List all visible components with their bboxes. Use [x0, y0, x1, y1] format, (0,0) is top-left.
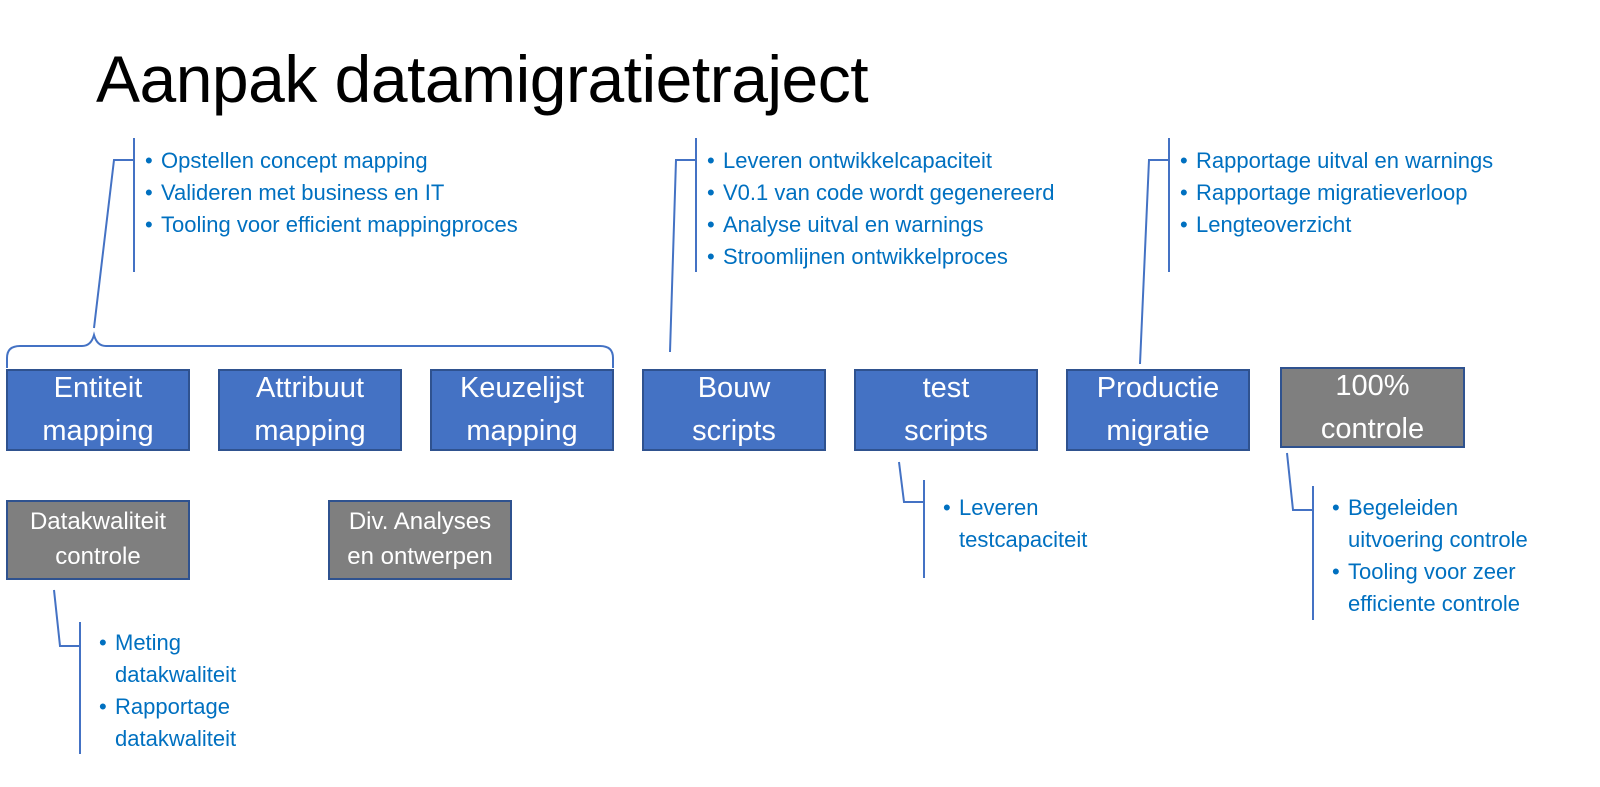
list-item: • Lengteoverzicht [1180, 209, 1493, 241]
bullet-icon: • [1180, 212, 1188, 237]
controle-notes: • Begeleiden uitvoering controle • Tooling… [1332, 492, 1528, 620]
note-text: Rapportage datakwaliteit [115, 694, 237, 751]
slide-title: Aanpak datamigratietraject [96, 42, 869, 116]
bouw-callout [669, 138, 697, 353]
list-item: • Stroomlijnen ontwikkelproces [707, 241, 1054, 273]
datakwaliteit-callout [53, 589, 81, 754]
datakwaliteit-controle-box: Datakwaliteit controle [6, 500, 190, 580]
note-text: Leveren ontwikkelcapaciteit [723, 148, 993, 173]
note-text: Lengteoverzicht [1196, 212, 1352, 237]
bullet-icon: • [1332, 559, 1340, 584]
bullet-icon: • [145, 180, 153, 205]
bullet-icon: • [1332, 495, 1340, 520]
note-text: Valideren met business en IT [161, 180, 445, 205]
list-item: • Rapportage migratieverloop [1180, 177, 1493, 209]
list-item: • Meting datakwaliteit [99, 627, 236, 691]
mapping-notes: • Opstellen concept mapping • Valideren me… [145, 145, 518, 241]
bullet-icon: • [145, 148, 153, 173]
note-text: Stroomlijnen ontwikkelproces [723, 244, 1008, 269]
controle-callout [1286, 452, 1314, 620]
note-text: Opstellen concept mapping [161, 148, 428, 173]
bullet-icon: • [707, 212, 715, 237]
note-text: Tooling voor zeer efficiente controle [1348, 559, 1521, 616]
keuzelijst-mapping-box: Keuzelijst mapping [430, 369, 614, 451]
test-notes: • Leveren testcapaciteit [943, 492, 1087, 556]
note-text: Meting datakwaliteit [115, 630, 237, 687]
entiteit-mapping-box: Entiteit mapping [6, 369, 190, 451]
list-item: • Leveren testcapaciteit [943, 492, 1087, 556]
bullet-icon: • [99, 630, 107, 655]
bullet-icon: • [1180, 180, 1188, 205]
note-text: Rapportage uitval en warnings [1196, 148, 1494, 173]
productie-migratie-box: Productie migratie [1066, 369, 1250, 451]
datakwaliteit-notes: • Meting datakwaliteit • Rapportage datakw… [99, 627, 236, 755]
list-item: • Tooling voor efficient mappingproces [145, 209, 518, 241]
list-item: • Begeleiden uitvoering controle [1332, 492, 1528, 556]
list-item: • Opstellen concept mapping [145, 145, 518, 177]
bullet-icon: • [145, 212, 153, 237]
bouw-scripts-box: Bouw scripts [642, 369, 826, 451]
productie-callout [1139, 138, 1170, 365]
list-item: • Leveren ontwikkelcapaciteit [707, 145, 1054, 177]
note-text: Rapportage migratieverloop [1196, 180, 1468, 205]
note-text: Tooling voor efficient mappingproces [161, 212, 518, 237]
note-text: V0.1 van code wordt gegenereerd [723, 180, 1055, 205]
bouw-notes: • Leveren ontwikkelcapaciteit • V0.1 van c… [707, 145, 1054, 273]
analyses-ontwerpen-box: Div. Analyses en ontwerpen [328, 500, 512, 580]
mapping-brace [6, 331, 614, 368]
productie-notes: • Rapportage uitval en warnings • Rapporta… [1180, 145, 1493, 241]
list-item: • Analyse uitval en warnings [707, 209, 1054, 241]
list-item: • Tooling voor zeer efficiente controle [1332, 556, 1528, 620]
note-text: Leveren testcapaciteit [959, 495, 1088, 552]
test-callout [898, 461, 925, 578]
list-item: • Rapportage datakwaliteit [99, 691, 236, 755]
bullet-icon: • [707, 244, 715, 269]
bullet-icon: • [707, 180, 715, 205]
list-item: • V0.1 van code wordt gegenereerd [707, 177, 1054, 209]
test-scripts-box: test scripts [854, 369, 1038, 451]
note-text: Begeleiden uitvoering controle [1348, 495, 1528, 552]
mapping-callout [93, 138, 135, 329]
bullet-icon: • [1180, 148, 1188, 173]
list-item: • Rapportage uitval en warnings [1180, 145, 1493, 177]
controle-box: 100% controle [1280, 367, 1465, 448]
attribuut-mapping-box: Attribuut mapping [218, 369, 402, 451]
bullet-icon: • [99, 694, 107, 719]
bullet-icon: • [943, 495, 951, 520]
note-text: Analyse uitval en warnings [723, 212, 984, 237]
bullet-icon: • [707, 148, 715, 173]
list-item: • Valideren met business en IT [145, 177, 518, 209]
